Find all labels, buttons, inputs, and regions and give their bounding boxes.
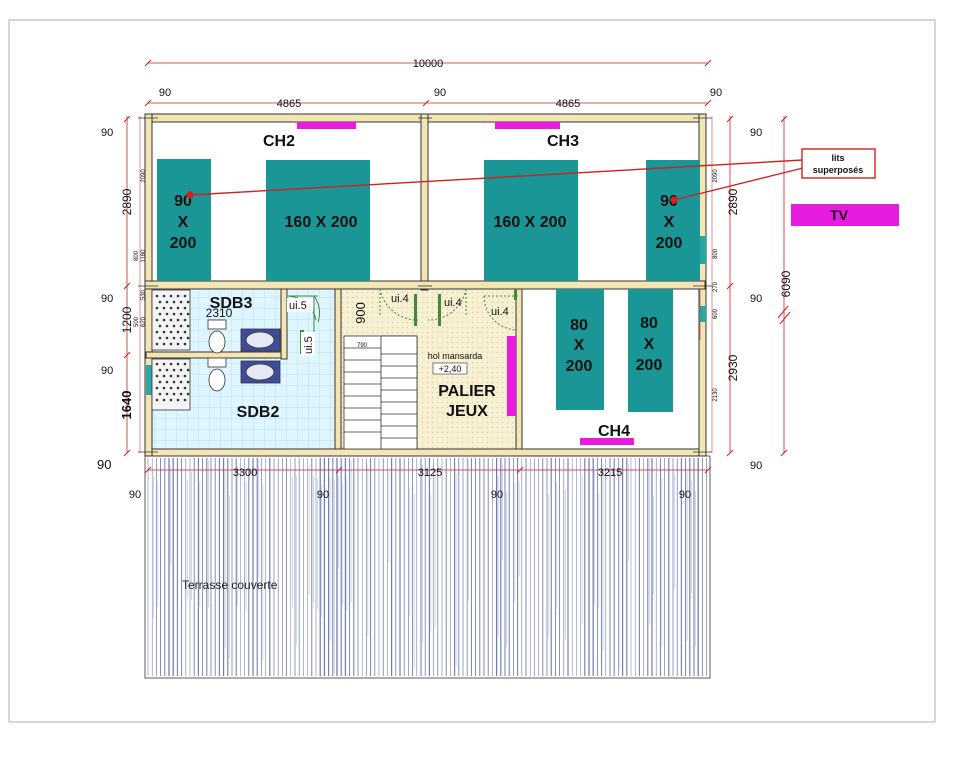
bed-160x200-ch3 xyxy=(484,160,578,281)
dim-790: 790 xyxy=(357,343,368,349)
tv-legend-label: TV xyxy=(830,207,849,223)
bathroom-fixtures xyxy=(151,289,281,411)
dim-small-2090a: 2090 xyxy=(141,169,147,183)
dim-height-total: 6090 xyxy=(779,270,793,297)
lits-callout-arrows xyxy=(186,159,804,204)
hol-label: hol mansarda xyxy=(428,351,483,361)
bed5-line3: 200 xyxy=(566,358,593,375)
dim-wall-b2: 90 xyxy=(317,489,329,501)
dim-height-top-r: 2890 xyxy=(726,188,740,215)
bed3-label: 160 X 200 xyxy=(494,214,567,231)
bed1-line3: 200 xyxy=(170,235,197,252)
dimension-lines xyxy=(126,62,785,471)
dim-wall-l3: 90 xyxy=(101,365,113,377)
dim-wall-b1: 90 xyxy=(129,489,141,501)
bed6-line1: 80 xyxy=(640,315,658,332)
dim-small-500: 500 xyxy=(134,316,140,327)
tv-markers xyxy=(297,122,634,445)
dim-wall-tr: 90 xyxy=(710,87,722,99)
room-palier-1: PALIER xyxy=(438,383,496,400)
dim-small-800a: 800 xyxy=(134,250,140,261)
bed4-line2: X xyxy=(664,214,675,231)
dim-total-width: 10000 xyxy=(413,58,444,70)
dim-wall-tl: 90 xyxy=(159,87,171,99)
door-label-3: ui.4 xyxy=(391,293,409,305)
dim-stair-width: 900 xyxy=(353,302,368,324)
dim-wall-l2: 90 xyxy=(101,293,113,305)
dim-small-800b: 800 xyxy=(713,248,719,259)
room-ch3: CH3 xyxy=(547,133,579,150)
room-sdb3: SDB3 xyxy=(210,295,253,312)
tv-legend-swatch xyxy=(791,204,899,226)
dim-wall-r2: 90 xyxy=(750,293,762,305)
dim-small-620: 620 xyxy=(141,316,147,327)
bed-90x200-ch3 xyxy=(646,160,700,281)
dim-wall-tm: 90 xyxy=(434,87,446,99)
bed5-line1: 80 xyxy=(570,317,588,334)
dim-bottom-right: 3215 xyxy=(598,467,622,479)
lits-callout-line1: lits xyxy=(831,153,844,163)
dim-wall-b4: 90 xyxy=(679,489,691,501)
dim-small-2090b: 2090 xyxy=(713,169,719,183)
room-ch4: CH4 xyxy=(598,423,630,440)
dim-wall-l4: 90 xyxy=(97,457,111,472)
room-sdb2: SDB2 xyxy=(237,404,280,421)
staircase xyxy=(343,335,418,450)
dim-height-top: 2890 xyxy=(120,188,134,215)
bed2-label: 160 X 200 xyxy=(285,214,358,231)
dim-height-mid: 1200 xyxy=(120,306,134,333)
dim-width-left: 4865 xyxy=(277,98,301,110)
bed6-line3: 200 xyxy=(636,357,663,374)
wall-joints xyxy=(138,117,712,453)
dim-height-bottom: 1640 xyxy=(119,391,134,420)
dim-small-270: 270 xyxy=(713,281,719,292)
bed-160x200-ch2 xyxy=(266,160,370,281)
room-ch2: CH2 xyxy=(263,133,295,150)
bed5-line2: X xyxy=(574,337,585,354)
bed-90x200-ch2 xyxy=(157,159,211,281)
bed1-line2: X xyxy=(178,214,189,231)
dim-small-2130: 2130 xyxy=(713,388,719,402)
level-label: +2,40 xyxy=(439,364,462,374)
dim-height-ch4: 2930 xyxy=(726,354,740,381)
terrace-label: Terrasse couverte xyxy=(182,578,278,592)
door-label-2: ui.5 xyxy=(303,336,315,354)
windows xyxy=(146,236,706,395)
bed-80x200-ch4-a xyxy=(556,289,604,410)
dim-width-right: 4865 xyxy=(556,98,580,110)
beds xyxy=(157,159,700,412)
dim-wall-r1: 90 xyxy=(750,127,762,139)
dim-sdb3-width: 2310 xyxy=(206,306,233,320)
dim-small-1180: 1180 xyxy=(141,249,147,263)
room-palier-2: JEUX xyxy=(446,403,488,420)
lits-callout-line2: superposés xyxy=(813,165,864,175)
bed-80x200-ch4-b xyxy=(628,289,673,412)
bed4-line3: 200 xyxy=(656,235,683,252)
door-label-5: ui.4 xyxy=(491,306,509,318)
terrace-deck xyxy=(144,455,711,679)
level-box xyxy=(432,362,468,375)
dim-wall-r3: 90 xyxy=(750,460,762,472)
dim-small-530: 530 xyxy=(141,289,147,300)
door-label-4: ui.4 xyxy=(444,297,462,309)
dim-bottom-left: 3300 xyxy=(233,467,257,479)
lits-callout-box xyxy=(801,148,876,179)
dim-wall-b3: 90 xyxy=(491,489,503,501)
dim-small-600: 600 xyxy=(713,308,719,319)
dim-bottom-mid: 3125 xyxy=(418,467,442,479)
dim-wall-l1: 90 xyxy=(101,127,113,139)
bed6-line2: X xyxy=(644,336,655,353)
dimension-ticks xyxy=(123,59,791,474)
door-label-1: ui.5 xyxy=(289,300,307,312)
